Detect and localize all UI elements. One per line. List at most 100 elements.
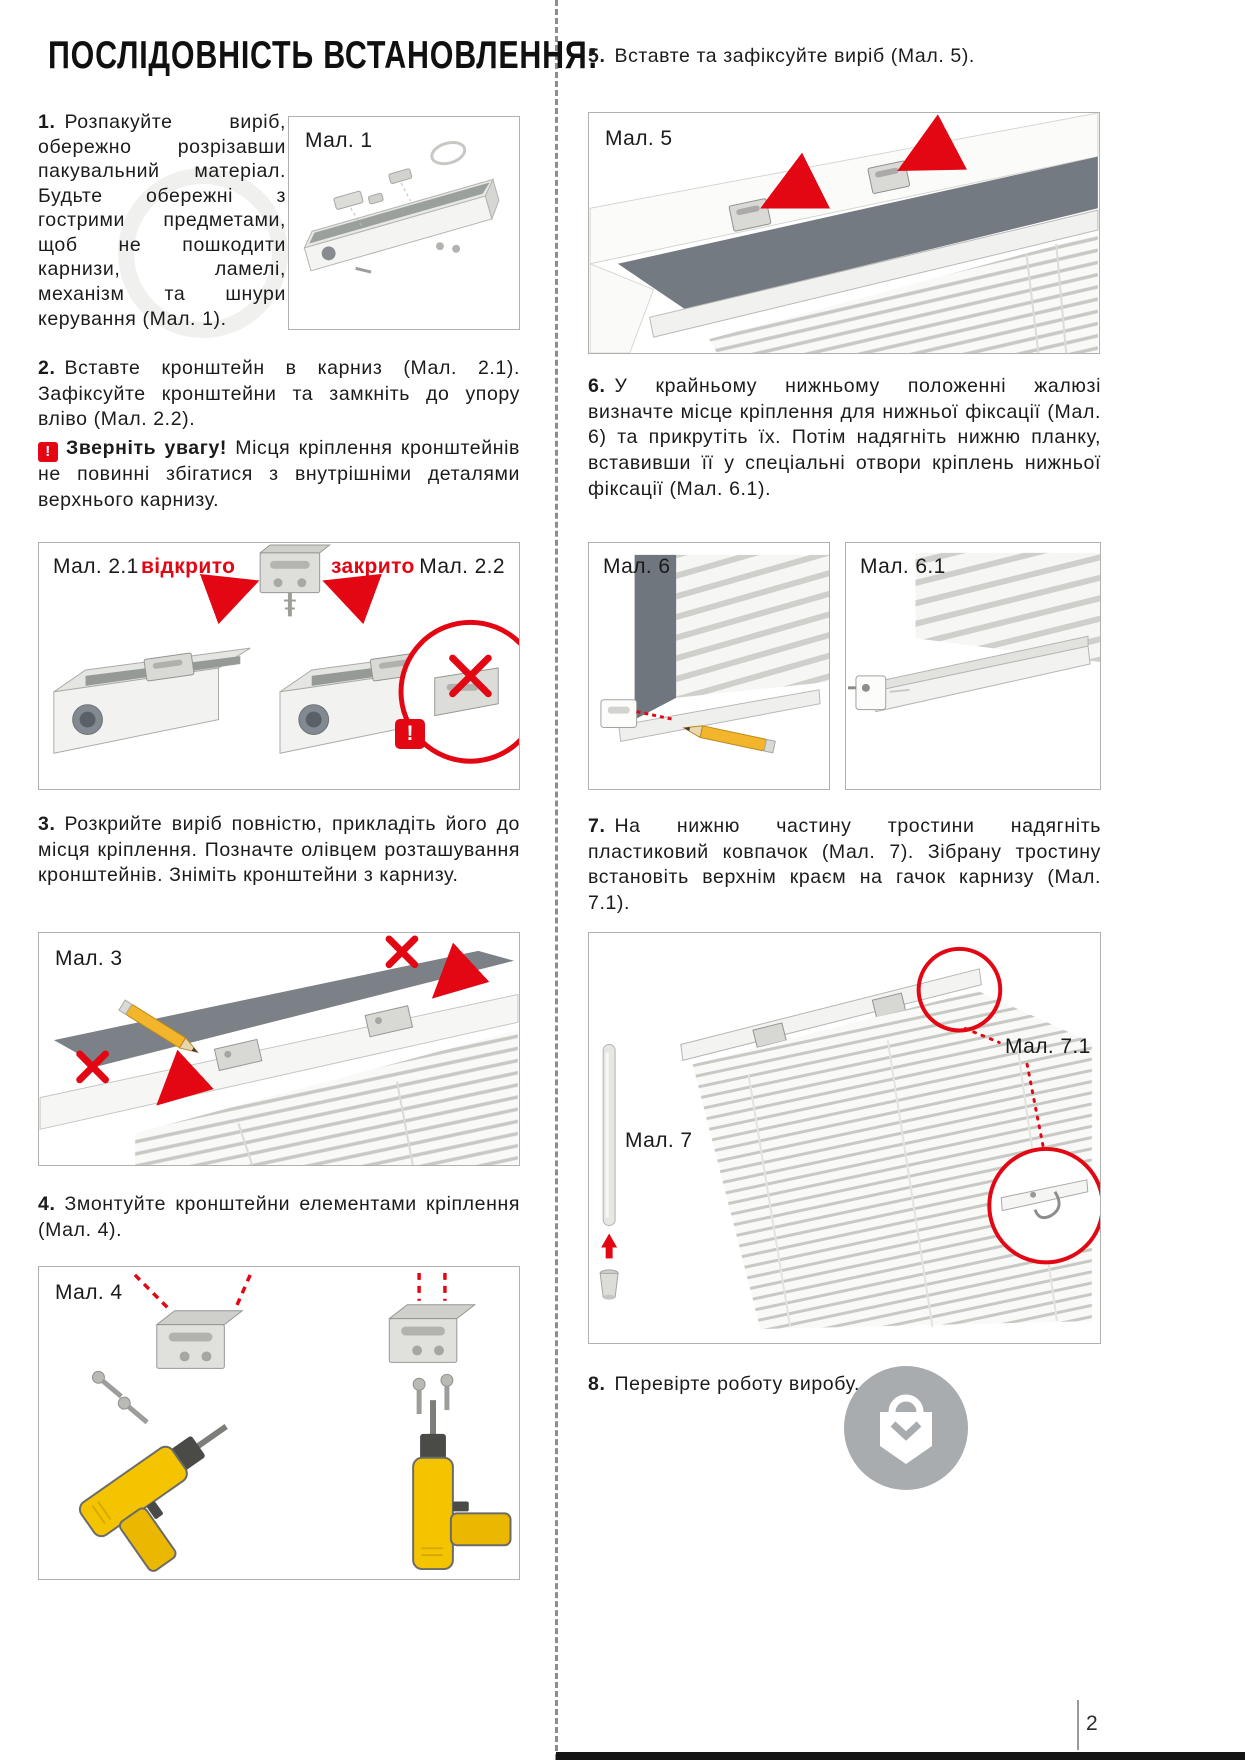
drill-icon <box>76 1410 270 1579</box>
figure-7-1-label: Мал. 7.1 <box>1005 1035 1091 1058</box>
page-number-divider <box>1077 1700 1079 1750</box>
cornice-exploded-view <box>303 141 500 274</box>
exclamation-badge: ! <box>395 719 425 749</box>
red-arrow <box>431 942 490 999</box>
figure-4: Мал. 4 <box>38 1266 520 1580</box>
guide-line <box>636 710 675 722</box>
figure-3-label: Мал. 3 <box>55 947 123 970</box>
fixation-bracket <box>600 699 638 728</box>
step-6: 6.У крайньому нижньому положенні жалюзі … <box>588 374 1101 503</box>
step-5: 5. Вставте та зафіксуйте виріб (Мал. 5). <box>588 44 1100 70</box>
small-part <box>368 192 384 205</box>
figure-6-art <box>600 554 829 754</box>
step-8: 8. Перевірте роботу виробу. <box>588 1372 1008 1398</box>
slats <box>692 990 1092 1330</box>
figure-5-label: Мал. 5 <box>605 127 673 150</box>
figure-6-1-art <box>848 552 1100 713</box>
wrong-position-circle <box>398 619 519 764</box>
figure-5-art <box>589 113 1099 353</box>
step-4-number: 4. <box>38 1193 56 1215</box>
step-8-text: Перевірте роботу виробу. <box>614 1373 860 1395</box>
figure-6-1-label: Мал. 6.1 <box>860 555 946 578</box>
step-1-text: Розпакуйте виріб, обережно розрізавши па… <box>38 111 286 330</box>
wand-cap <box>599 1269 619 1300</box>
figure-7-art <box>599 946 1100 1330</box>
step-3-number: 3. <box>38 813 56 835</box>
figure-6-1: Мал. 6.1 <box>845 542 1101 790</box>
page-title: ПОСЛІДОВНІСТЬ ВСТАНОВЛЕННЯ: <box>48 34 599 77</box>
warning-title: Зверніть увагу! <box>66 437 227 460</box>
step-7-text: На нижню частину тростини надягніть плас… <box>588 815 1101 915</box>
window-recess <box>617 156 1098 310</box>
detail-circle-hook <box>987 1146 1100 1265</box>
step-5-text: Вставте та зафіксуйте виріб (Мал. 5). <box>614 45 975 67</box>
step-7: 7.На нижню частину тростини надягніть пл… <box>588 814 1101 917</box>
x-mark <box>76 935 419 1084</box>
figure-7: Мал. 7.1 Мал. 7 <box>588 932 1101 1344</box>
window-edge <box>634 554 677 720</box>
window-frame-side <box>589 263 655 353</box>
column-divider <box>555 0 558 1760</box>
warning-icon: ! <box>38 442 58 463</box>
screw-icon <box>91 1370 123 1399</box>
bottom-edge-bar <box>556 1752 1245 1760</box>
step-1-number: 1. <box>38 111 56 133</box>
step-6-text: У крайньому нижньому положенні жалюзі ви… <box>588 375 1101 500</box>
warning-text: Місця кріплення кронштейнів не повинні з… <box>38 437 520 511</box>
cornice-end <box>53 647 251 754</box>
pencil-icon <box>682 725 776 754</box>
slats <box>915 552 1100 663</box>
step-3-text: Розкрийте виріб повністю, прикладіть йог… <box>38 813 520 887</box>
page-number: 2 <box>1086 1712 1098 1735</box>
slats <box>135 1030 518 1165</box>
figure-2-label-right: Мал. 2.2 <box>419 555 505 578</box>
figure-6: Мал. 6 <box>588 542 830 790</box>
figure-7-label: Мал. 7 <box>625 1129 693 1152</box>
red-arrow <box>897 114 968 172</box>
bracket <box>213 1038 263 1072</box>
figure-2-label-left: Мал. 2.1 <box>53 555 139 578</box>
guide-line <box>234 1274 252 1308</box>
figure-2-art <box>53 544 519 764</box>
screw-icon <box>412 1377 426 1415</box>
guide-line <box>133 1273 170 1310</box>
dotted-leader <box>963 1027 1001 1044</box>
figure-2: Мал. 2.1 відкрито закрито Мал. 2.2 ! <box>38 542 520 790</box>
bracket-top <box>258 544 332 617</box>
hook <box>1033 1190 1061 1220</box>
bottom-rail <box>618 689 821 742</box>
step-4: 4.Змонтуйте кронштейни елементами кріпле… <box>38 1192 520 1243</box>
step-5-number: 5. <box>588 45 606 67</box>
figure-6-label: Мал. 6 <box>603 555 671 578</box>
step-2-warning: ! Зверніть увагу! Місця кріплення кронште… <box>38 436 520 513</box>
step-4-text: Змонтуйте кронштейни елементами кріпленн… <box>38 1193 520 1241</box>
cornice-hole <box>321 246 336 261</box>
screw-icon <box>117 1396 149 1425</box>
step-8-number: 8. <box>588 1373 606 1395</box>
red-arrow <box>760 152 831 209</box>
step-2-text: Вставте кронштейн в карниз (Мал. 2.1). З… <box>38 357 520 431</box>
detail-circle-top <box>916 946 1003 1033</box>
figure-1: Мал. 1 <box>288 116 520 330</box>
small-part <box>388 168 413 184</box>
headrail <box>649 209 1099 338</box>
red-arrow <box>156 1049 214 1106</box>
figure-3: Мал. 3 <box>38 932 520 1166</box>
step-6-number: 6. <box>588 375 606 397</box>
end-bracket <box>848 675 887 711</box>
figure-1-label: Мал. 1 <box>305 129 373 152</box>
control-wand <box>602 1043 616 1227</box>
figure-4-label: Мал. 4 <box>55 1281 123 1304</box>
slats <box>709 233 1098 353</box>
step-1: 1.Розпакуйте виріб, обережно розрізавши … <box>38 110 286 331</box>
step-2: 2.Вставте кронштейн в карниз (Мал. 2.1).… <box>38 356 520 514</box>
closed-label: закрито <box>331 555 415 578</box>
drill-icon <box>413 1400 510 1569</box>
figure-5: Мал. 5 <box>588 112 1100 354</box>
bracket <box>364 1005 414 1038</box>
bracket-right <box>387 1304 477 1363</box>
red-arrow-open <box>199 573 260 625</box>
figure-3-art <box>39 935 519 1165</box>
bracket-left <box>155 1310 244 1369</box>
small-part <box>333 190 364 210</box>
